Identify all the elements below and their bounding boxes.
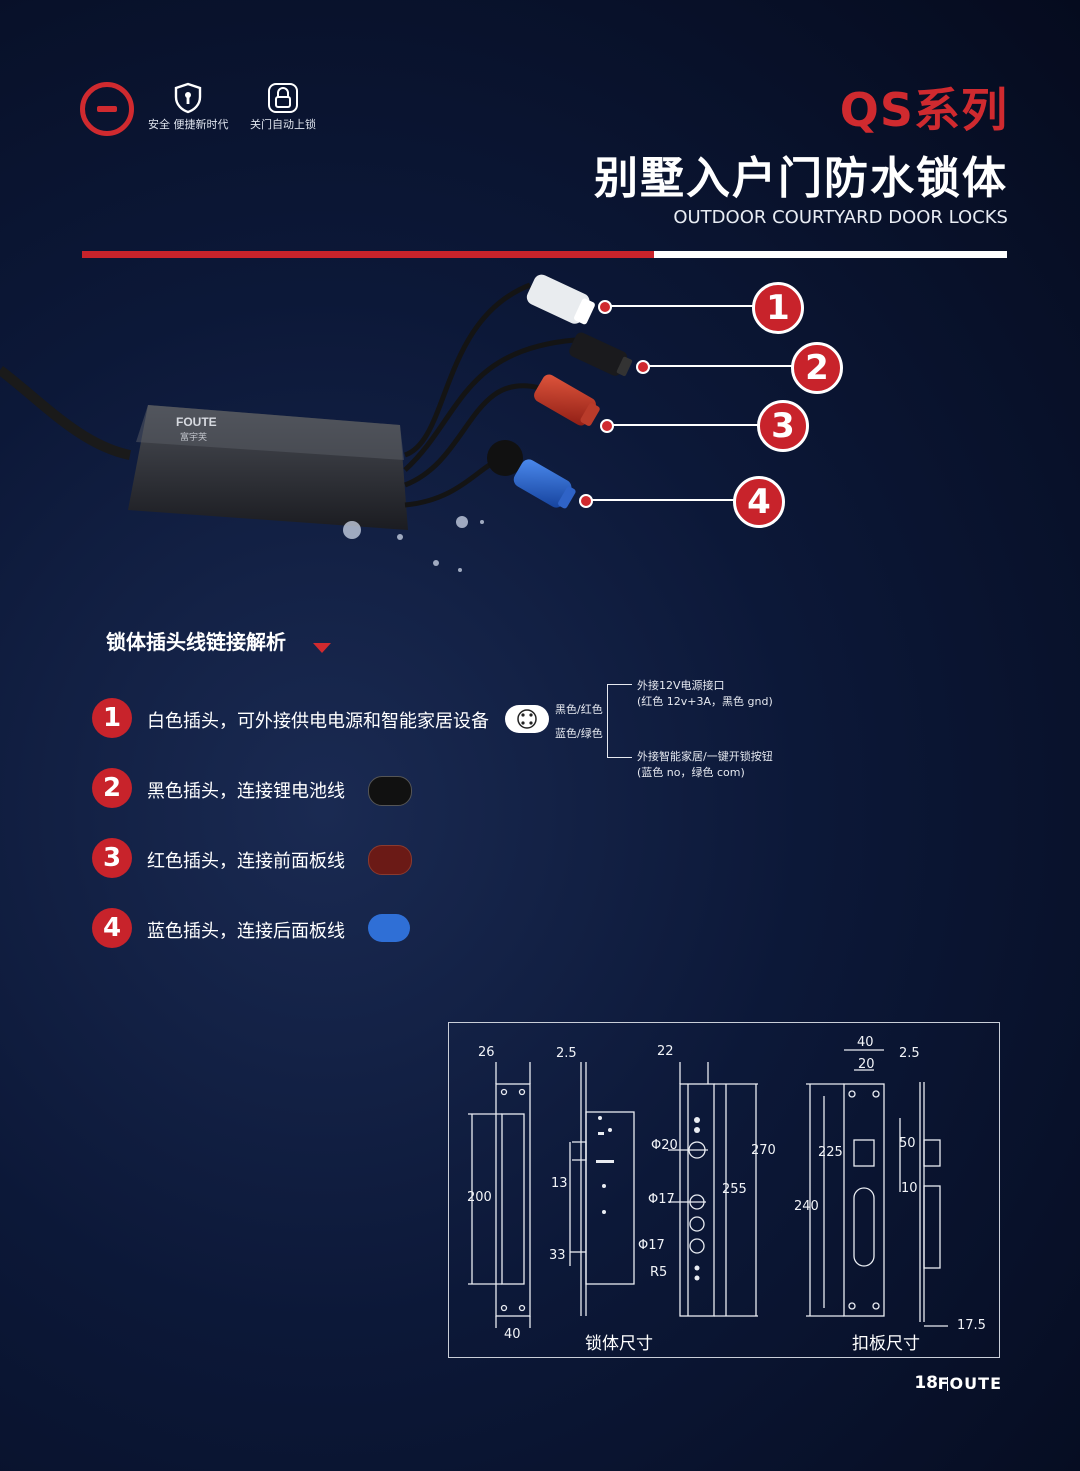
section-title: 锁体插头线链接解析 xyxy=(106,630,286,654)
dim-22: 22 xyxy=(657,1044,674,1059)
box-brand-en: FOUTE xyxy=(176,415,217,429)
dim-r5: R5 xyxy=(650,1265,668,1280)
callout-line-2 xyxy=(648,365,794,367)
connector-pins-icon xyxy=(517,709,537,729)
strike-plate-caption: 扣板尺寸 xyxy=(852,1334,920,1354)
dim-240: 240 xyxy=(794,1199,819,1214)
dim-phi20: Φ20 xyxy=(651,1138,678,1153)
dim-13: 13 xyxy=(551,1176,568,1191)
dim-200: 200 xyxy=(467,1190,492,1205)
dim-26: 26 xyxy=(478,1045,495,1060)
callout-line-3 xyxy=(612,424,760,426)
feature-safety: 安全 便捷新时代 xyxy=(148,82,229,132)
shield-icon xyxy=(175,82,202,114)
black-plug xyxy=(569,332,633,377)
footer-brand: FOUTE xyxy=(937,1374,1002,1393)
brand-ring-logo xyxy=(80,82,134,136)
swatch-blue xyxy=(368,914,410,942)
wiring-note-top-2: (红色 12v+3A，黑色 gnd) xyxy=(637,695,773,708)
dim-20: 20 xyxy=(858,1057,875,1072)
dimensions-drawing xyxy=(468,1049,948,1328)
dim-2-5-a: 2.5 xyxy=(556,1046,577,1061)
wiring-note-top-1: 外接12V电源接口 xyxy=(637,679,725,692)
footer-divider xyxy=(947,1377,948,1391)
wire-label-a: 黑色/红色 xyxy=(555,703,603,716)
blue-plug xyxy=(487,440,576,509)
callout-number-1: 1 xyxy=(752,282,804,334)
swatch-black xyxy=(368,776,412,806)
lock-icon xyxy=(268,83,298,113)
callout-dot-4 xyxy=(579,494,593,508)
item-badge-4: 4 xyxy=(92,908,132,948)
dim-17-5: 17.5 xyxy=(957,1318,986,1333)
page-number: 18 xyxy=(914,1373,938,1393)
feature-autolock: 关门自动上锁 xyxy=(250,82,316,132)
item-text-1: 白色插头，可外接供电电源和智能家居设备 xyxy=(147,711,489,732)
wiring-note-bottom-1: 外接智能家居/一键开锁按钮 xyxy=(637,750,773,763)
dim-225: 225 xyxy=(818,1145,843,1160)
white-plug xyxy=(526,274,595,325)
dim-2-5-b: 2.5 xyxy=(899,1046,920,1061)
divider-red xyxy=(82,251,654,258)
item-text-3: 红色插头，连接前面板线 xyxy=(147,851,345,872)
page-subtitle: OUTDOOR COURTYARD DOOR LOCKS xyxy=(673,207,1008,228)
swatch-red xyxy=(368,845,412,875)
item-text-2: 黑色插头，连接锂电池线 xyxy=(147,781,345,802)
item-text-4: 蓝色插头，连接后面板线 xyxy=(147,921,345,942)
item-badge-2: 2 xyxy=(92,768,132,808)
lock-body-caption: 锁体尺寸 xyxy=(585,1334,653,1354)
wire-label-b: 蓝色/绿色 xyxy=(555,727,603,740)
page-title: 别墅入户门防水锁体 xyxy=(594,153,1008,204)
item-badge-1: 1 xyxy=(92,698,132,738)
white-plug-connector xyxy=(505,705,549,733)
wiring-bracket xyxy=(607,684,632,758)
dim-40-top: 40 xyxy=(857,1035,874,1050)
wiring-note-bottom-2: (蓝色 no，绿色 com) xyxy=(637,766,745,779)
callout-line-1 xyxy=(610,305,756,307)
divider-white xyxy=(654,251,1007,258)
callout-number-3: 3 xyxy=(757,400,809,452)
dim-270: 270 xyxy=(751,1143,776,1158)
dim-10: 10 xyxy=(901,1181,918,1196)
callout-dot-3 xyxy=(600,419,614,433)
callout-number-4: 4 xyxy=(733,476,785,528)
callout-number-2: 2 xyxy=(791,342,843,394)
callout-line-4 xyxy=(591,499,735,501)
callout-dot-1 xyxy=(598,300,612,314)
dim-50: 50 xyxy=(899,1136,916,1151)
product-illustration: FOUTE 富宇芙 xyxy=(0,274,633,572)
callout-dot-2 xyxy=(636,360,650,374)
dim-phi17-a: Φ17 xyxy=(648,1192,675,1207)
dim-phi17-b: Φ17 xyxy=(638,1238,665,1253)
dim-255: 255 xyxy=(722,1182,747,1197)
item-badge-3: 3 xyxy=(92,838,132,878)
dimensions-panel xyxy=(448,1022,1000,1358)
box-brand-cn: 富宇芙 xyxy=(180,431,207,443)
red-plug xyxy=(534,374,600,426)
section-arrow-icon xyxy=(313,643,331,653)
dim-33: 33 xyxy=(549,1248,566,1263)
dim-40-bottom: 40 xyxy=(504,1327,521,1342)
series-title: QS系列 xyxy=(839,83,1008,137)
